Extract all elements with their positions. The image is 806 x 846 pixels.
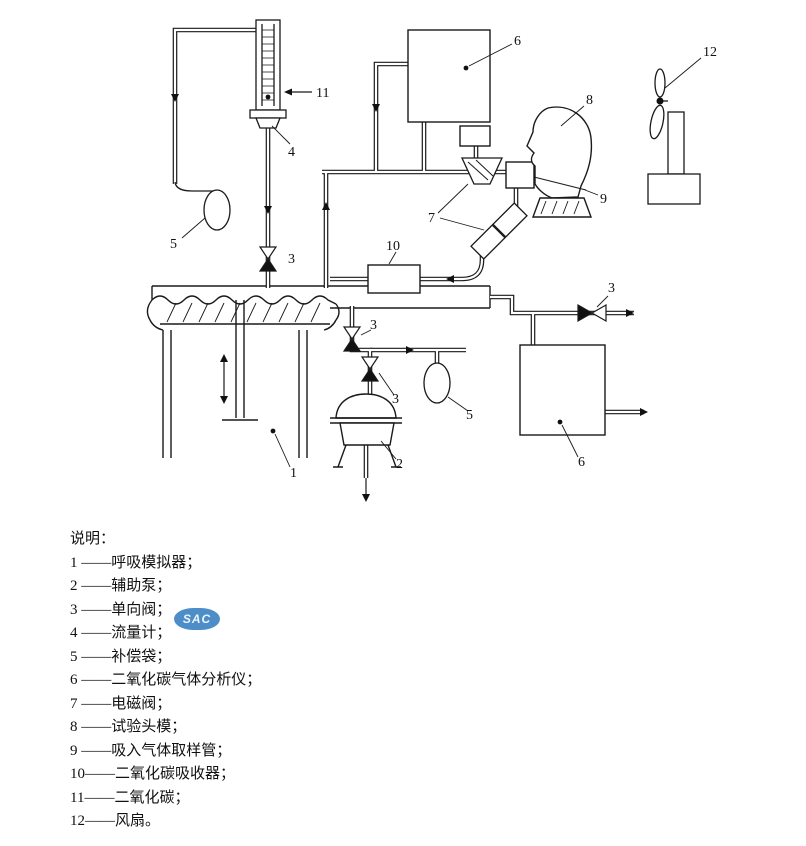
legend: 说明： 1 ——呼吸模拟器； 2 ——辅助泵； 3 ——单向阀； 4 ——流量计… xyxy=(70,528,261,834)
check-valve-pump2 xyxy=(360,356,380,382)
callout-fan: 12 xyxy=(703,45,717,60)
arrow-left-return-line xyxy=(446,275,454,283)
callout-sampling-tube: 9 xyxy=(600,192,607,207)
callout-headform: 8 xyxy=(586,93,593,108)
callout-absorber: 10 xyxy=(386,239,400,254)
legend-item-8: 8 ——试验头模； xyxy=(70,719,187,735)
leader-lines xyxy=(181,43,702,468)
sac-watermark-logo: SAC xyxy=(174,608,220,630)
legend-item-1: 1 ——呼吸模拟器； xyxy=(70,554,202,571)
compensation-bags xyxy=(174,181,451,404)
piston-rod xyxy=(222,300,258,421)
legend-item-7: 7 ——电磁阀； xyxy=(70,695,172,712)
callout-analyzer-bottom: 6 xyxy=(578,455,585,470)
flow-arrows xyxy=(171,88,648,502)
arrow-down-flowmeter-line xyxy=(264,206,272,214)
callout-co2-supply: 11 xyxy=(316,86,329,101)
flowmeter-float xyxy=(265,94,271,100)
legend-title: 说明： xyxy=(70,531,116,547)
callout-pump: 2 xyxy=(396,457,403,472)
callout-simulator: 1 xyxy=(290,466,297,481)
legend-item-10: 10——二氧化碳吸收器； xyxy=(70,766,236,782)
check-valves xyxy=(258,246,607,382)
callout-labels: 11 4 5 3 6 7 8 9 12 10 3 3 3 5 1 2 6 xyxy=(170,34,717,481)
legend-item-6: 6 ——二氧化碳气体分析仪； xyxy=(70,672,262,688)
check-valve-right xyxy=(577,303,607,323)
legend-item-2: 2 ——辅助泵； xyxy=(70,578,172,594)
callout-analyzer-top: 6 xyxy=(514,34,521,49)
fan-hub xyxy=(656,97,664,105)
legend-item-9: 9 ——吸入气体取样管； xyxy=(70,742,232,759)
simulator-walls xyxy=(162,330,308,458)
flowmeter-scale xyxy=(262,29,274,101)
arrow-down-left-loop xyxy=(171,94,179,102)
callout-valve-pump2: 3 xyxy=(392,392,399,407)
apparatus-diagram: 11 4 5 3 6 7 8 9 12 10 3 3 3 5 1 2 6 xyxy=(146,19,717,502)
co2-absorber xyxy=(367,264,421,294)
arrow-down-analyzer-line xyxy=(372,104,380,112)
callout-valve-flowmeter: 3 xyxy=(288,252,295,267)
co2-analyzer-top xyxy=(407,29,491,147)
fan-blade-top xyxy=(654,68,666,98)
mouthpiece xyxy=(505,161,535,189)
compensation-bag-left xyxy=(203,189,231,231)
auxiliary-pump xyxy=(330,393,402,494)
check-valve-pump1 xyxy=(342,326,362,352)
solenoid-valve xyxy=(460,157,528,260)
legend-item-4: 4 ——流量计； xyxy=(70,625,172,641)
flowmeter xyxy=(249,19,287,129)
sac-watermark-text: SAC xyxy=(182,612,212,626)
legend-item-12: 12——风扇。 xyxy=(70,813,161,829)
arrow-right-bag-branch xyxy=(406,346,414,354)
sampling-tube xyxy=(533,176,587,191)
callout-flowmeter: 4 xyxy=(288,145,295,160)
fan-blade-bottom xyxy=(649,104,665,140)
compensation-bag-right xyxy=(423,362,451,404)
callout-bag-right: 5 xyxy=(466,408,473,423)
legend-item-11: 11——二氧化碳； xyxy=(70,789,190,806)
legend-item-3: 3 ——单向阀； xyxy=(70,601,172,618)
arrow-right-analyzer-out xyxy=(640,408,648,416)
piston-stroke-arrow xyxy=(220,354,228,404)
callout-valve-pump1: 3 xyxy=(370,318,377,333)
arrow-down-pump-out xyxy=(362,494,370,502)
analyzer-connector xyxy=(459,125,491,147)
head-collar xyxy=(531,197,593,218)
breathing-simulator xyxy=(146,285,491,458)
callout-bag-left: 5 xyxy=(170,237,177,252)
arrow-up-main-line xyxy=(322,202,330,210)
fan xyxy=(647,68,701,205)
check-valve-flowmeter xyxy=(258,246,278,272)
fan-base xyxy=(647,173,701,205)
legend-item-5: 5 ——补偿袋； xyxy=(70,648,172,665)
arrow-right-valve-out xyxy=(626,309,634,317)
head-profile xyxy=(526,106,593,199)
co2-analyzer-bottom xyxy=(519,344,606,436)
fan-pole xyxy=(667,111,685,175)
diaphragm-wave xyxy=(151,295,337,305)
callout-valve-right: 3 xyxy=(608,281,615,296)
callout-solenoid: 7 xyxy=(428,211,435,226)
test-headform xyxy=(505,106,593,218)
arrow-left-co2-inlet xyxy=(284,88,292,96)
